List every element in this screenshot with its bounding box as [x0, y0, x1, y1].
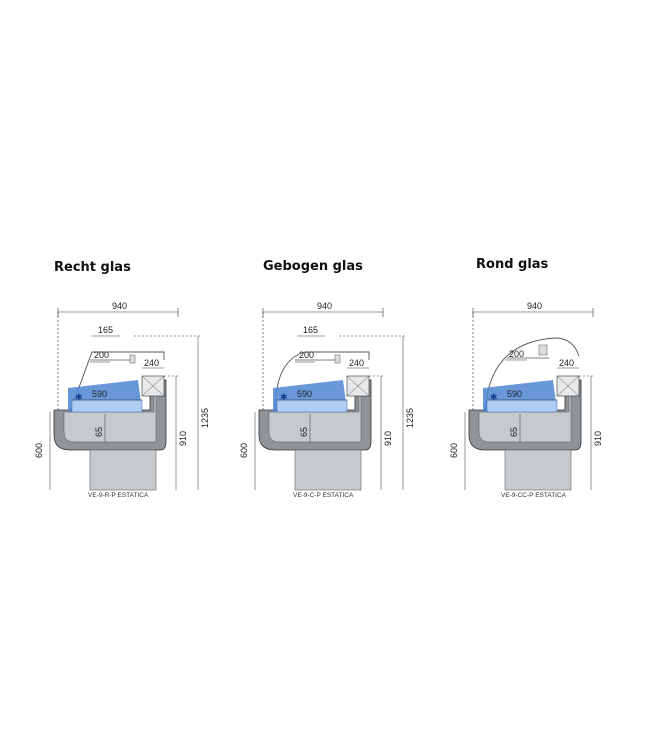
diagram-rond-glas: 940 200 240 590 65 600 910 ✱ VE-9-CC-P E…	[449, 301, 603, 499]
width-dimension: 940	[317, 301, 332, 311]
base-height-dimension: 600	[239, 443, 249, 458]
storage-dimension: 240	[349, 358, 364, 368]
snowflake-icon: ✱	[490, 392, 498, 402]
storage-dimension: 240	[559, 358, 574, 368]
tray-height-dimension: 65	[94, 427, 104, 437]
counter-height-dimension: 910	[593, 431, 603, 446]
tray-dimension: 590	[92, 389, 107, 399]
base-height-dimension: 600	[34, 443, 44, 458]
snowflake-icon: ✱	[280, 392, 288, 402]
diagram-recht-glas: 940 165 200 240 590 65 600 910 1235 ✱ VE…	[34, 301, 210, 499]
base-height-dimension: 600	[449, 443, 459, 458]
width-dimension: 940	[112, 301, 127, 311]
diagram-gebogen-glas: 940 165 200 240 590 65 600 910 1235 ✱ VE…	[239, 301, 415, 499]
total-height-dimension: 1235	[405, 408, 415, 428]
counter-height-dimension: 910	[178, 431, 188, 446]
shelf-height-dimension: 200	[509, 349, 524, 359]
tray-height-dimension: 65	[509, 427, 519, 437]
title-gebogen-glas: Gebogen glas	[263, 259, 363, 274]
model-caption: VE-9-CC-P ESTATICA	[501, 492, 567, 499]
model-caption: VE-9-C-P ESTATICA	[293, 492, 354, 499]
tray-dimension: 590	[507, 389, 522, 399]
model-caption: VE-9-R-P ESTATICA	[88, 492, 149, 499]
width-dimension: 940	[527, 301, 542, 311]
title-rond-glas: Rond glas	[476, 257, 549, 272]
shelf-height-dimension: 200	[299, 350, 314, 360]
counter-height-dimension: 910	[383, 431, 393, 446]
shelf-depth-dimension: 165	[98, 325, 113, 335]
snowflake-icon: ✱	[75, 392, 83, 402]
shelf-depth-dimension: 165	[303, 325, 318, 335]
title-recht-glas: Recht glas	[54, 260, 131, 275]
tray-height-dimension: 65	[299, 427, 309, 437]
storage-dimension: 240	[144, 358, 159, 368]
tray-dimension: 590	[297, 389, 312, 399]
shelf-height-dimension: 200	[94, 350, 109, 360]
total-height-dimension: 1235	[200, 408, 210, 428]
